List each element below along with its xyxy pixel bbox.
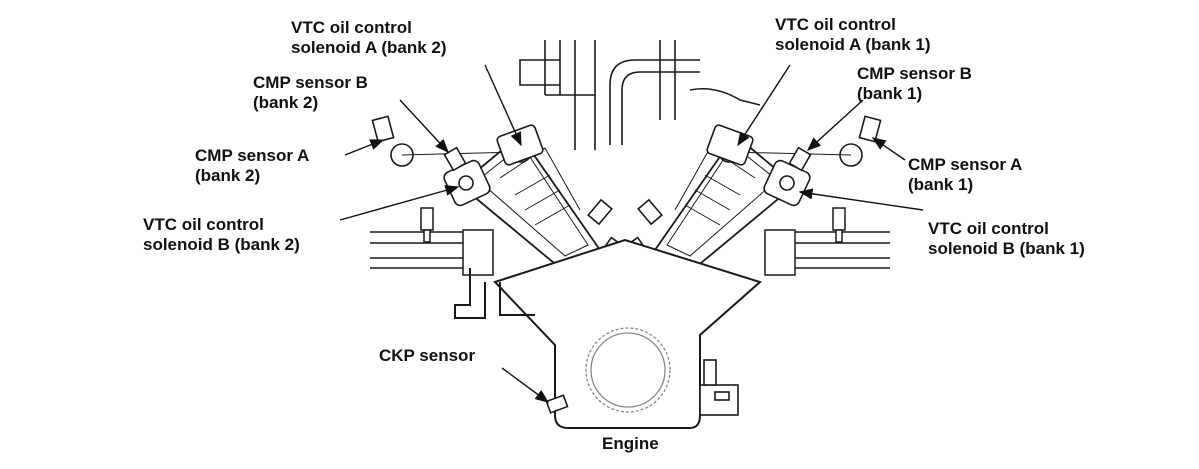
manifold-sensors	[420, 207, 846, 243]
manifold-rails	[370, 229, 890, 276]
ckp-sensor-body	[545, 394, 569, 414]
label-ckp-sensor: CKP sensor	[379, 346, 476, 365]
side-module	[699, 359, 739, 416]
label-cmp-sensor-a-bank1: CMP sensor A (bank 1)	[908, 155, 1023, 194]
leader-lines	[339, 64, 924, 403]
intake-pipes	[519, 40, 761, 150]
label-vtc-solenoid-b-bank1: VTC oil control solenoid B (bank 1)	[928, 219, 1085, 258]
label-cmp-sensor-b-bank2: CMP sensor B (bank 2)	[253, 73, 368, 112]
label-engine: Engine	[602, 434, 659, 453]
cmp-sensor-a-bodies	[371, 115, 882, 143]
crank-sprocket	[585, 327, 671, 413]
label-cmp-sensor-b-bank1: CMP sensor B (bank 1)	[857, 64, 972, 103]
label-vtc-solenoid-a-bank2: VTC oil control solenoid A (bank 2)	[291, 18, 447, 57]
label-vtc-solenoid-b-bank2: VTC oil control solenoid B (bank 2)	[143, 215, 300, 254]
label-cmp-sensor-a-bank2: CMP sensor A (bank 2)	[195, 146, 310, 185]
label-vtc-solenoid-a-bank1: VTC oil control solenoid A (bank 1)	[775, 15, 931, 54]
